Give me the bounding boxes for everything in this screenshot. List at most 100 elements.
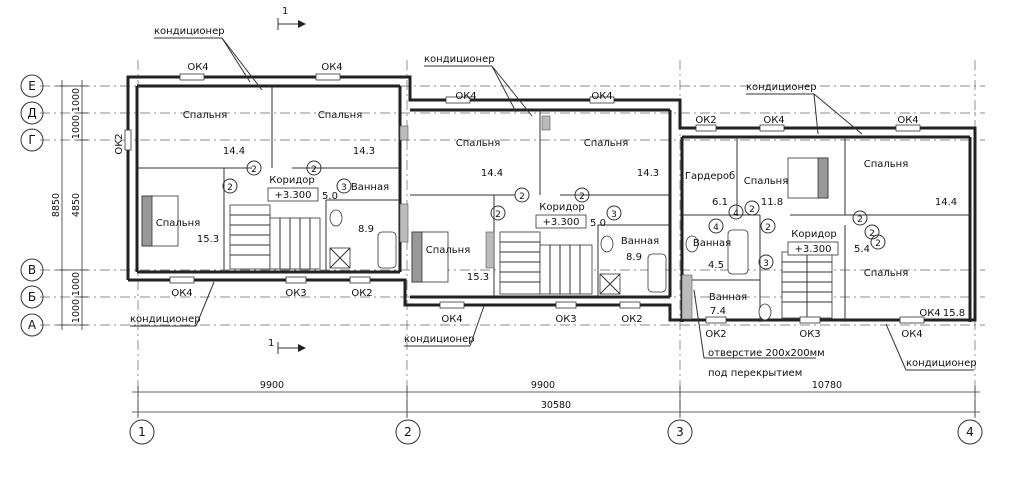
ac-label: кондиционер	[424, 54, 495, 65]
door-tag: 4	[713, 223, 719, 233]
room-name-bedroom: Спальня	[744, 176, 789, 187]
axis-bubble-d	[20, 101, 44, 125]
elevation-marks: +3.300 +3.300 +3.300	[267, 187, 839, 256]
axis-label-b: Б	[28, 290, 36, 304]
axis-bubble-4	[957, 419, 983, 445]
room-name-corridor: Коридор	[791, 229, 836, 240]
window-label-ok3: ОК3	[555, 314, 576, 325]
door-tag: 2	[869, 229, 875, 239]
room-area: 7.4	[710, 306, 726, 317]
dim-9900-left: 9900	[260, 380, 284, 391]
window-label-ok4: ОК4	[591, 91, 612, 102]
ac-label: кондиционер	[906, 358, 977, 369]
window-label-ok4: ОК4	[187, 62, 208, 73]
axis-label-4: 4	[966, 425, 974, 439]
door-tags: 2 2 2 3 2 2 2 3 4 2 4 2 2 2 2 3	[222, 160, 886, 270]
dim-1000-dg: 1000	[71, 115, 82, 139]
door-tag: 2	[311, 165, 317, 175]
room-names: Спальня Спальня Спальня Коридор Ванная С…	[156, 110, 909, 303]
room-name-bathroom: Ванная	[709, 292, 747, 303]
window-label-ok4: ОК4	[441, 314, 462, 325]
ac-callouts: кондиционер кондиционер кондиционер конд…	[130, 26, 977, 371]
window-labels: ОК4 ОК4 ОК4 ОК4 ОК2 ОК4 ОК4 ОК4 ОК3 ОК2 …	[114, 62, 941, 340]
toilet-icon	[758, 303, 772, 321]
column-axis-markers: 1 2 3 4	[129, 419, 983, 445]
partitions	[137, 86, 970, 322]
bathtub-icon	[377, 231, 397, 269]
room-name-bedroom: Спальня	[864, 159, 909, 170]
dim-8850: 8850	[51, 193, 62, 217]
room-area: 4.5	[708, 260, 724, 271]
axis-bubble-a	[20, 313, 44, 337]
dim-10780: 10780	[812, 380, 842, 391]
staircases	[229, 204, 833, 319]
ac-label: кондиционер	[154, 26, 225, 37]
dim-4850: 4850	[71, 193, 82, 217]
axis-bubble-3	[667, 419, 693, 445]
toilet-icon	[685, 235, 699, 253]
door-tag: 2	[749, 205, 755, 215]
axis-label-e: Е	[28, 79, 36, 93]
room-area: 8.9	[626, 252, 642, 263]
axis-bubble-b	[20, 285, 44, 309]
window-label-ok4: ОК4	[171, 288, 192, 299]
dim-1000-vb: 1000	[71, 272, 82, 296]
door-tag: 3	[611, 210, 617, 220]
axis-bubble-1	[129, 419, 155, 445]
room-area: 14.4	[223, 146, 245, 157]
room-area: 5.0	[590, 218, 606, 229]
window-label-ok2: ОК2	[114, 133, 125, 154]
section-number-bottom: 1	[268, 338, 274, 349]
room-name-bathroom: Ванная	[621, 236, 659, 247]
room-name-bedroom: Спальня	[456, 138, 501, 149]
bathtub-icon	[647, 253, 667, 293]
door-tag: 2	[579, 192, 585, 202]
elevation-value: +3.300	[542, 217, 579, 228]
door-tag: 2	[251, 165, 257, 175]
elevation-value: +3.300	[274, 190, 311, 201]
axis-bubble-v	[20, 258, 44, 282]
bottom-dimension-chain: 9900 9900 10780 30580	[132, 380, 980, 418]
row-axis-markers: Е Д Г В Б А	[20, 74, 44, 337]
window-label-ok4: ОК4	[919, 308, 940, 319]
section-mark-bottom: 1	[268, 338, 306, 354]
room-name-bathroom: Ванная	[693, 238, 731, 249]
door-tag: 4	[733, 209, 739, 219]
room-name-wardrobe: Гардероб	[685, 171, 735, 182]
toilet-icon	[600, 235, 614, 253]
door-tag: 2	[495, 210, 501, 220]
section-mark-top: 1	[277, 6, 306, 30]
room-name-bedroom: Спальня	[864, 268, 909, 279]
axis-bubble-2	[395, 419, 421, 445]
section-number-top: 1	[282, 6, 288, 17]
room-name-bedroom: Спальня	[183, 110, 228, 121]
axis-label-3: 3	[676, 425, 684, 439]
room-area: 14.3	[353, 146, 375, 157]
door-tag: 2	[857, 215, 863, 225]
axis-label-1: 1	[138, 425, 146, 439]
room-name-bedroom: Спальня	[426, 245, 471, 256]
axis-label-2: 2	[404, 425, 412, 439]
door-tag: 2	[227, 183, 233, 193]
door-tag: 2	[765, 223, 771, 233]
dim-1000-ba: 1000	[71, 299, 82, 323]
axis-label-d: Д	[27, 106, 36, 120]
room-name-bedroom: Спальня	[584, 138, 629, 149]
door-tag: 3	[341, 183, 347, 193]
door-tag: 2	[875, 239, 881, 249]
room-area: 5.0	[322, 191, 338, 202]
window-label-ok2: ОК2	[351, 288, 372, 299]
axis-label-v: В	[28, 263, 36, 277]
ac-label: кондиционер	[130, 314, 201, 325]
window-label-ok4: ОК4	[763, 115, 784, 126]
opening-note: отверстие 200х200мм под перекрытием	[693, 289, 825, 379]
door-tag: 3	[763, 259, 769, 269]
dim-30580: 30580	[541, 400, 571, 411]
room-area: 5.4	[854, 244, 870, 255]
window-label-ok3: ОК3	[285, 288, 306, 299]
elevation-value: +3.300	[794, 244, 831, 255]
room-area: 15.3	[467, 272, 489, 283]
ac-label: кондиционер	[746, 82, 817, 93]
room-name-bathroom: Ванная	[351, 182, 389, 193]
